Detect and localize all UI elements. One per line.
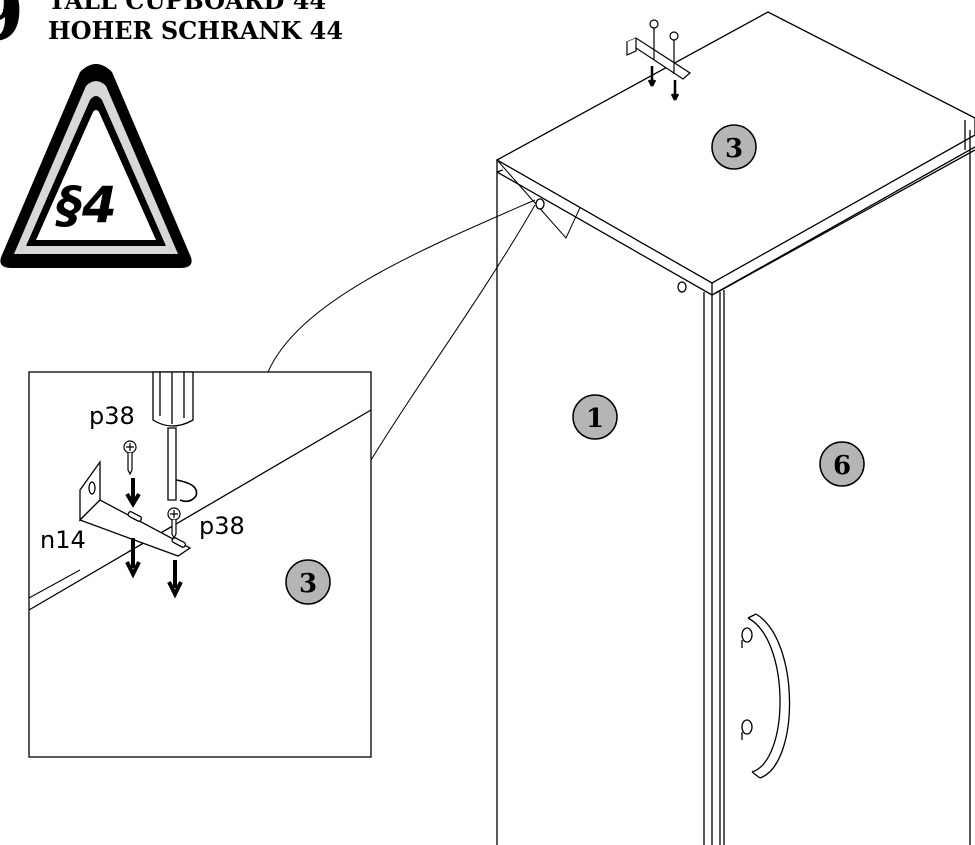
label-screw-top: p38 (89, 402, 135, 430)
part-badge-door: 6 (819, 441, 865, 487)
angle-bracket-n14 (78, 459, 192, 557)
warning-triangle-icon: §4 (0, 64, 192, 268)
screw-p38-top (123, 440, 137, 476)
svg-text:3: 3 (725, 134, 743, 164)
svg-text:3: 3 (299, 569, 317, 599)
down-arrows (125, 478, 183, 599)
title-english: TALL CUPBOARD 44 (48, 0, 327, 15)
connector-line-top (267, 199, 536, 373)
step-number: 9 (0, 0, 24, 59)
title-german: HOHER SCHRANK 44 (48, 16, 344, 45)
label-screw-right: p38 (199, 512, 245, 540)
screwdriver-icon (152, 371, 198, 503)
svg-text:6: 6 (833, 451, 851, 481)
top-bracket (625, 19, 691, 101)
door-handle (741, 613, 791, 779)
screw-p38-right (167, 507, 181, 540)
warning-text: §4 (55, 176, 117, 234)
part-badge-detail: 3 (285, 559, 331, 605)
panel-edge (28, 409, 372, 611)
label-bracket: n14 (40, 526, 86, 554)
connector-line-bottom (370, 204, 536, 461)
part-badge-side: 1 (572, 394, 618, 440)
svg-text:1: 1 (586, 404, 604, 434)
part-badge-top: 3 (711, 124, 757, 170)
